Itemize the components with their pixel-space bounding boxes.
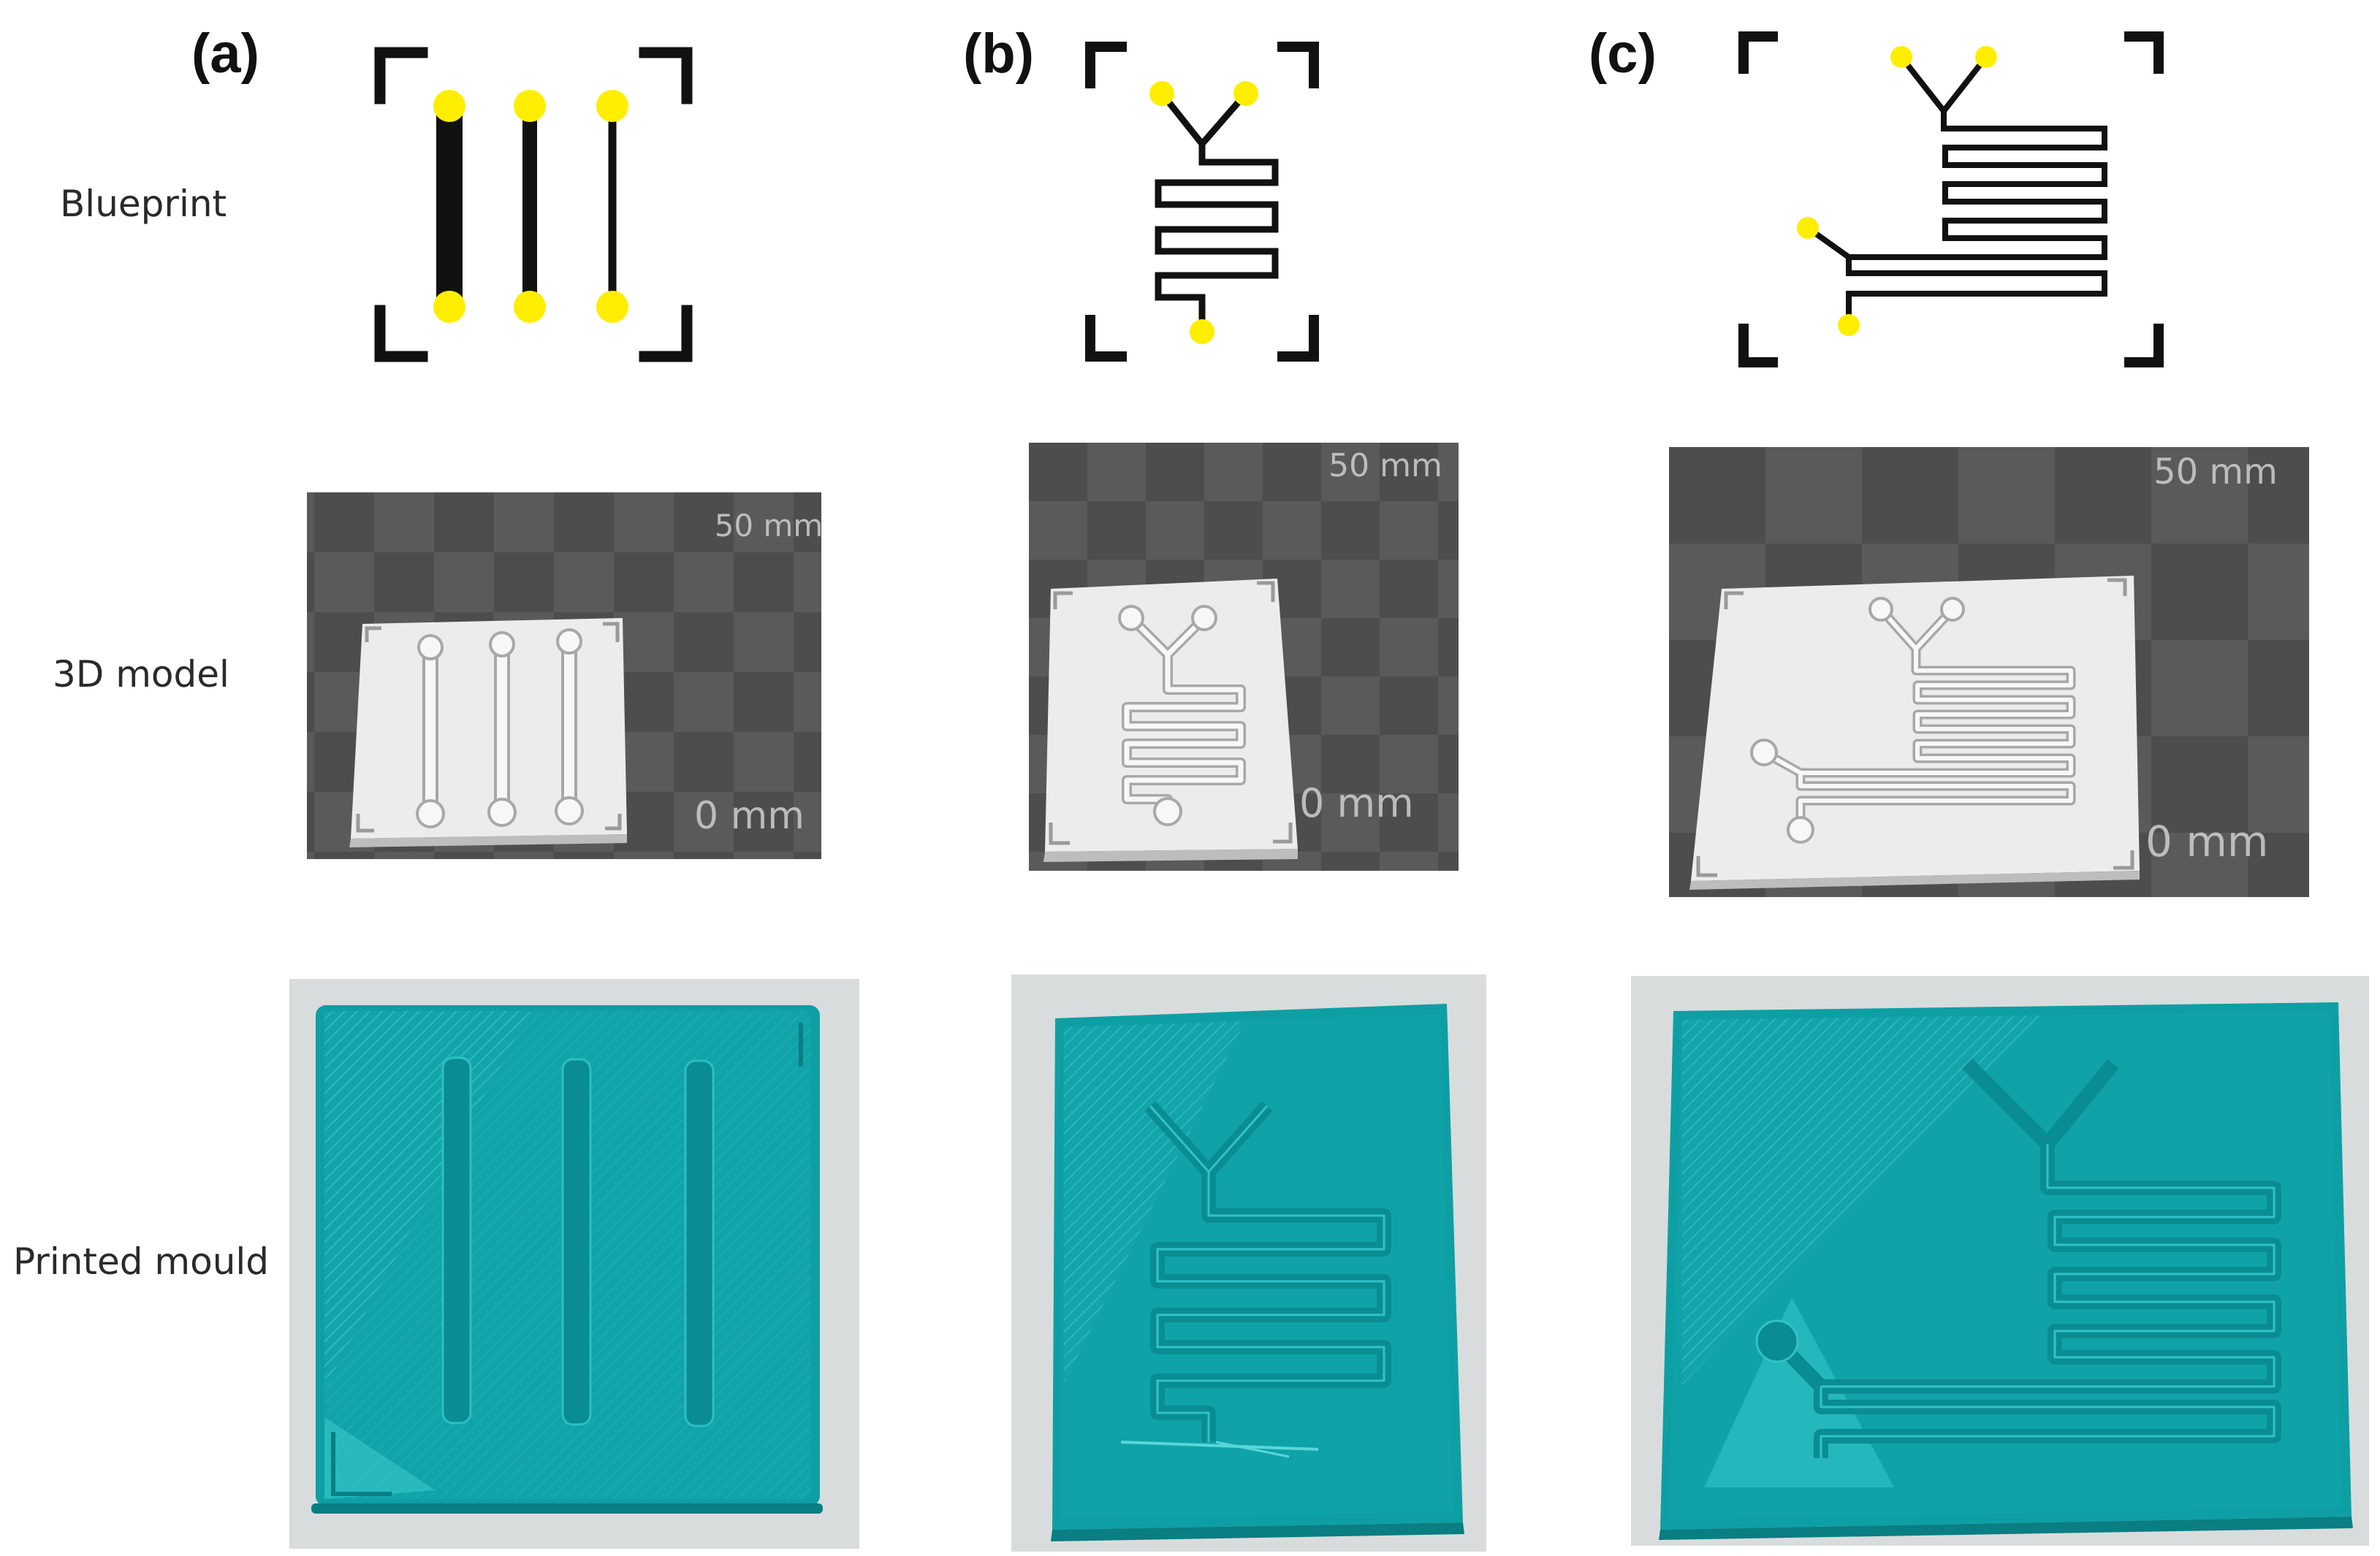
model-b-scale-bottom: 0 mm <box>1299 780 1414 826</box>
model-a-scale-top: 50 mm <box>715 508 821 544</box>
blueprint-a <box>373 44 694 365</box>
mould-photo-c <box>1631 976 2369 1546</box>
model-render-c: 50 mm 0 mm <box>1669 447 2309 897</box>
mould-photo-a <box>289 979 859 1549</box>
model-render-b: 50 mm 0 mm <box>1029 443 1459 871</box>
model-a-scale-bottom: 0 mm <box>694 794 805 838</box>
row-label-printed-mould: Printed mould <box>13 1240 270 1283</box>
model-b-scale-top: 50 mm <box>1328 447 1442 484</box>
row-label-blueprint: Blueprint <box>60 183 227 225</box>
panel-label-c: (c) <box>1589 23 1657 85</box>
panel-label-b: (b) <box>963 23 1035 85</box>
blueprint-b <box>1081 38 1323 365</box>
model-c-scale-bottom: 0 mm <box>2145 817 2268 866</box>
mould-photo-b <box>1011 975 1486 1552</box>
model-render-a: 50 mm 0 mm <box>307 492 821 859</box>
row-label-3d-model: 3D model <box>53 653 229 695</box>
model-c-scale-top: 50 mm <box>2153 451 2278 492</box>
panel-label-a: (a) <box>191 23 259 85</box>
blueprint-c <box>1732 29 2170 373</box>
